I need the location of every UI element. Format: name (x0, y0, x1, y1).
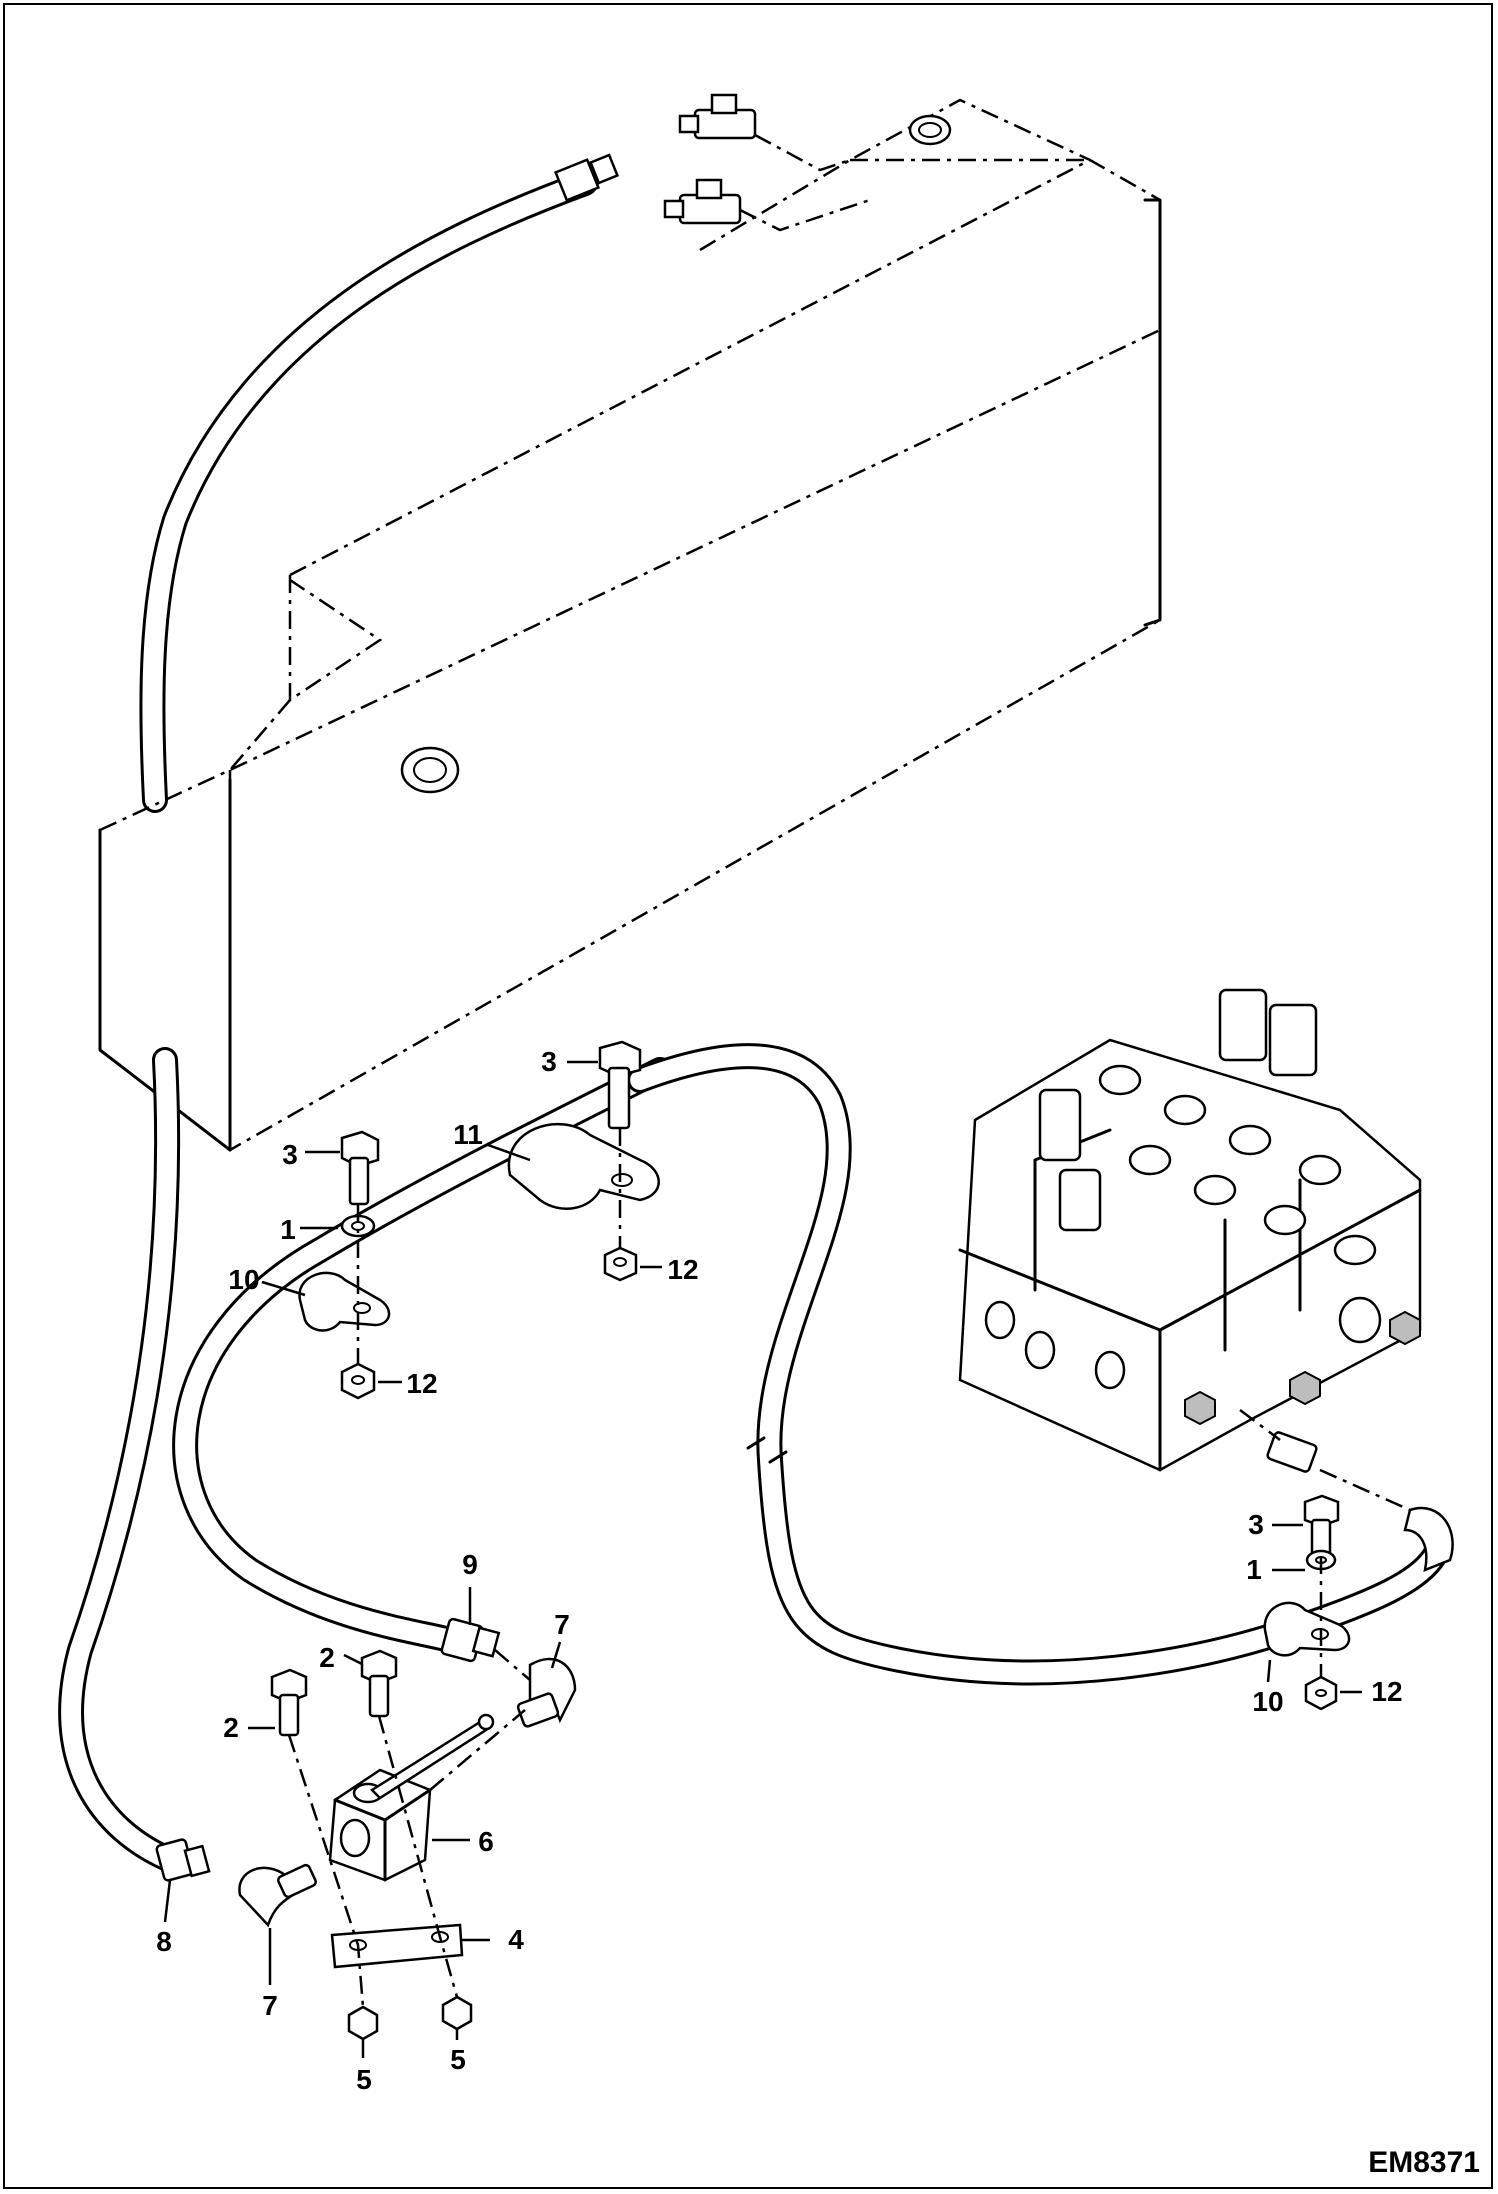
valve-nuts (1184, 1310, 1421, 1426)
bolt-2-right (360, 1649, 398, 1718)
clamp-11 (507, 1122, 660, 1210)
callout-3-left-bolt: 3 (282, 1139, 298, 1170)
callout-1-left-washer: 1 (280, 1214, 296, 1245)
callout-5-right-nut: 5 (450, 2044, 466, 2075)
callout-3-upper-bolt: 3 (541, 1046, 557, 1077)
tank-tee-fitting-lower (663, 178, 742, 225)
valve-fitting (1266, 1431, 1318, 1473)
callout-9-hose: 9 (462, 1549, 478, 1580)
upper-hose-loop (139, 153, 620, 813)
plate-4 (330, 1923, 464, 1969)
callout-3-right-bolt: 3 (1248, 1509, 1264, 1540)
callout-5-left-nut: 5 (356, 2064, 372, 2095)
callout-12-left-nut: 12 (406, 1368, 438, 1399)
callout-2-left-bolt: 2 (223, 1712, 239, 1743)
callout-10-right-clamp: 10 (1252, 1686, 1284, 1717)
ball-valve-6 (328, 1713, 495, 1882)
callout-7-lower-elbow: 7 (262, 1990, 278, 2021)
valve-ports (984, 1064, 1382, 1390)
callout-10-left-clamp: 10 (228, 1264, 260, 1295)
callout-2-right-bolt: 2 (319, 1642, 335, 1673)
elbow-7-lower (238, 1863, 317, 1928)
callout-7-upper-elbow: 7 (554, 1609, 570, 1640)
nut-12-upper (603, 1246, 638, 1282)
callout-leaders (163, 1060, 1362, 2058)
callout-4-plate: 4 (508, 1924, 524, 1955)
figure-code: EM8371 (1368, 2146, 1480, 2179)
bolt-3-left (340, 1130, 380, 1206)
nut-12-left (340, 1362, 376, 1400)
nut-12-right (1304, 1675, 1338, 1711)
callout-12-right-nut: 12 (1371, 1676, 1403, 1707)
clamp-10-left (298, 1271, 391, 1332)
hose-8 (58, 1047, 211, 1882)
bolt-3-upper (598, 1040, 642, 1130)
valve-elbow-fitting (1403, 1506, 1454, 1573)
callout-12-upper-nut: 12 (667, 1254, 699, 1285)
tank-port-ring (908, 114, 952, 146)
callout-8-hose: 8 (156, 1926, 172, 1957)
nut-5-left (347, 2005, 379, 2041)
hose-9 (172, 1057, 673, 1663)
bolt-2-left (270, 1668, 308, 1737)
bolt-3-right (1303, 1494, 1340, 1558)
callout-1-right-washer: 1 (1246, 1554, 1262, 1585)
tank-tee-fitting-upper (678, 93, 757, 140)
control-valve-block (958, 988, 1422, 1473)
callout-6-ball-valve: 6 (478, 1826, 494, 1857)
nut-5-right (441, 1995, 473, 2031)
hydraulic-tank (98, 93, 1162, 1152)
callout-11-clamp: 11 (453, 1119, 483, 1150)
solenoid-coils (1038, 988, 1318, 1232)
sight-gauge (400, 746, 460, 794)
elbow-7-upper (516, 1657, 577, 1728)
